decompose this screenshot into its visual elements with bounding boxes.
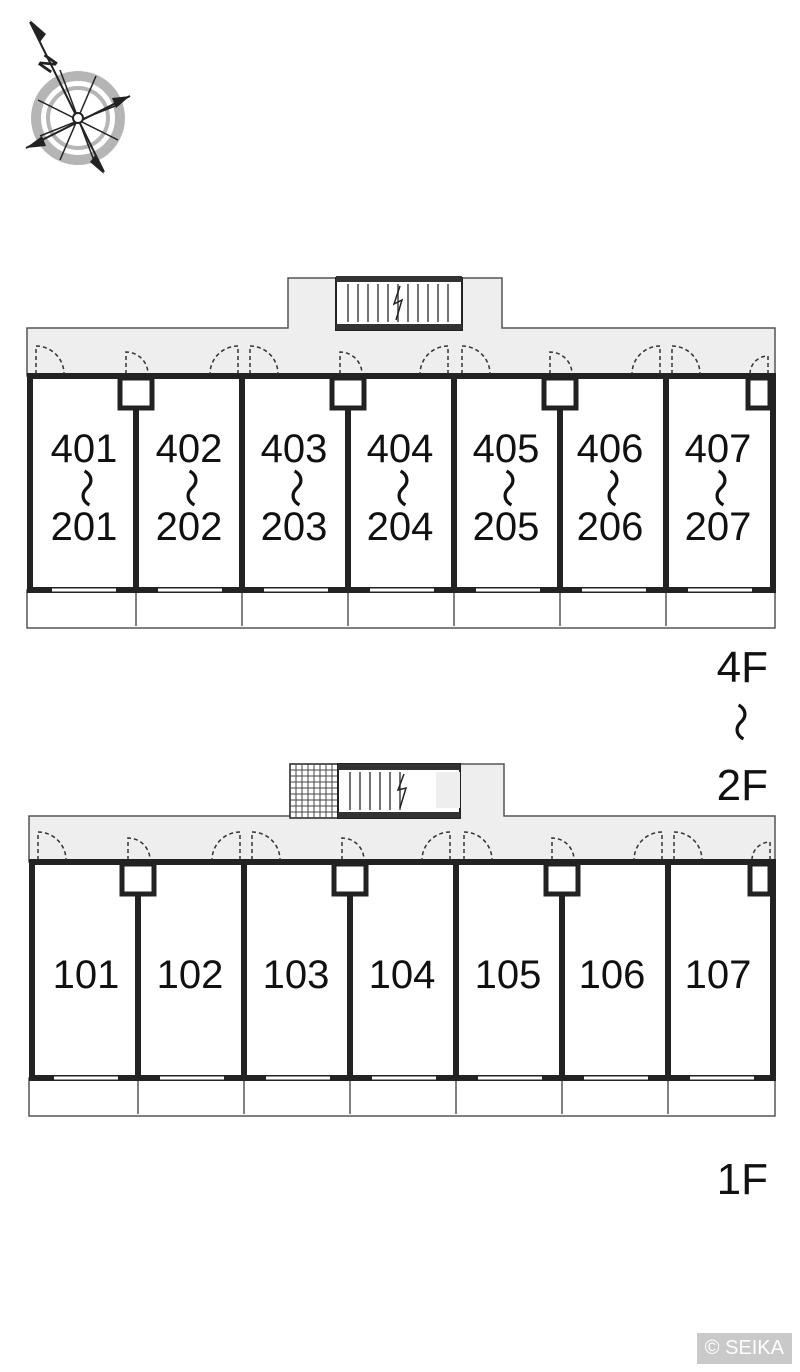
north-arrow-compass-icon xyxy=(25,20,131,174)
unit-range-separator: 〜 xyxy=(272,468,318,508)
unit-range-separator: 〜 xyxy=(62,468,108,508)
lower-balcony xyxy=(28,1077,776,1117)
unit-number-top: 405 xyxy=(473,427,540,471)
floor-range-separator: 〜 xyxy=(716,702,762,742)
upper-unit-7: 407 〜 207 xyxy=(685,427,752,549)
lower-grid-area xyxy=(289,763,339,819)
lower-block: 101 102 103 104 105 106 107 xyxy=(28,763,776,1204)
upper-unit-3: 403 〜 203 xyxy=(261,427,328,549)
upper-stair xyxy=(335,276,463,331)
unit-range-separator: 〜 xyxy=(696,468,742,508)
unit-number-top: 407 xyxy=(685,427,752,471)
unit-number-bottom: 205 xyxy=(473,505,540,549)
unit-number-top: 404 xyxy=(367,427,434,471)
unit-number-top: 402 xyxy=(156,427,223,471)
upper-unit-5: 405 〜 205 xyxy=(473,427,540,549)
compass-north-letter: N xyxy=(33,50,63,77)
upper-block: 401 〜 201 402 〜 202 403 〜 203 404 〜 204 … xyxy=(26,276,776,810)
unit-number: 104 xyxy=(369,953,436,997)
floor-label-bottom: 2F xyxy=(717,761,768,810)
unit-number-top: 406 xyxy=(577,427,644,471)
unit-number-top: 401 xyxy=(51,427,118,471)
unit-range-separator: 〜 xyxy=(588,468,634,508)
unit-number: 102 xyxy=(157,953,224,997)
unit-number-bottom: 206 xyxy=(577,505,644,549)
floor-label: 1F xyxy=(717,1155,768,1204)
unit-range-separator: 〜 xyxy=(378,468,424,508)
unit-number-bottom: 207 xyxy=(685,505,752,549)
floor-label-top: 4F xyxy=(717,643,768,692)
copyright-badge: © SEIKA xyxy=(696,1333,792,1364)
unit-number: 107 xyxy=(685,953,752,997)
unit-number-bottom: 203 xyxy=(261,505,328,549)
unit-number: 106 xyxy=(579,953,646,997)
compass: N xyxy=(25,20,131,174)
unit-number: 101 xyxy=(53,953,120,997)
upper-unit-4: 404 〜 204 xyxy=(367,427,434,549)
unit-number: 103 xyxy=(263,953,330,997)
upper-unit-1: 401 〜 201 xyxy=(33,379,136,587)
upper-balcony xyxy=(26,589,776,629)
unit-range-separator: 〜 xyxy=(484,468,530,508)
unit-number-bottom: 202 xyxy=(156,505,223,549)
upper-unit-6: 406 〜 206 xyxy=(577,427,644,549)
upper-unit-2: 402 〜 202 xyxy=(156,427,223,549)
unit-range-separator: 〜 xyxy=(167,468,213,508)
lower-stair xyxy=(337,763,461,819)
unit-number-bottom: 204 xyxy=(367,505,434,549)
unit-number-top: 403 xyxy=(261,427,328,471)
unit-number-bottom: 201 xyxy=(51,505,118,549)
unit-number: 105 xyxy=(475,953,542,997)
